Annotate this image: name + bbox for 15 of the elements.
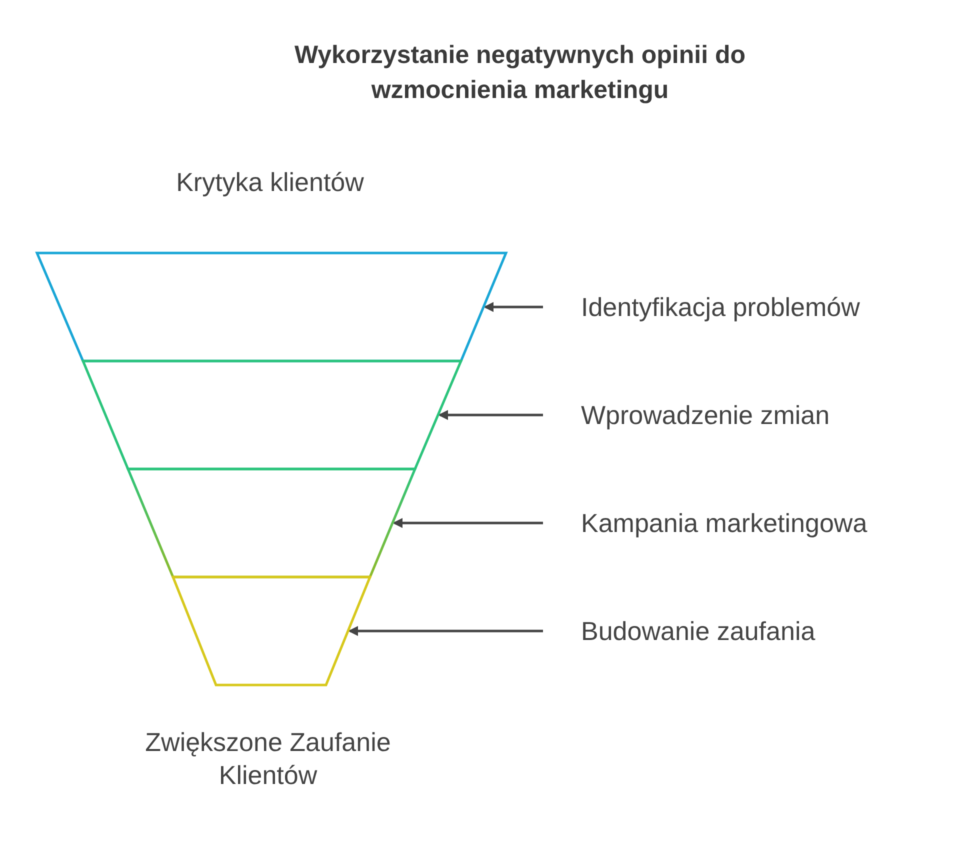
funnel-band [126,468,417,578]
arrow [348,626,543,636]
funnel-bottom-label: Zwiększone Zaufanie Klientów [144,726,392,792]
diagram-title: Wykorzystanie negatywnych opinii do wzmocnienia marketingu [293,40,746,106]
stage-label: Identyfikacja problemów [581,291,860,323]
funnel-band [171,576,372,686]
arrow [438,410,543,420]
funnel-band [81,360,463,470]
arrow [392,518,543,528]
stage-label: Kampania marketingowa [581,507,868,539]
funnel-band [35,252,508,362]
funnel-top-label: Krytyka klientów [175,166,365,199]
arrow [484,302,543,312]
stage-label: Wprowadzenie zmian [581,399,830,431]
stage-label: Budowanie zaufania [581,615,816,647]
